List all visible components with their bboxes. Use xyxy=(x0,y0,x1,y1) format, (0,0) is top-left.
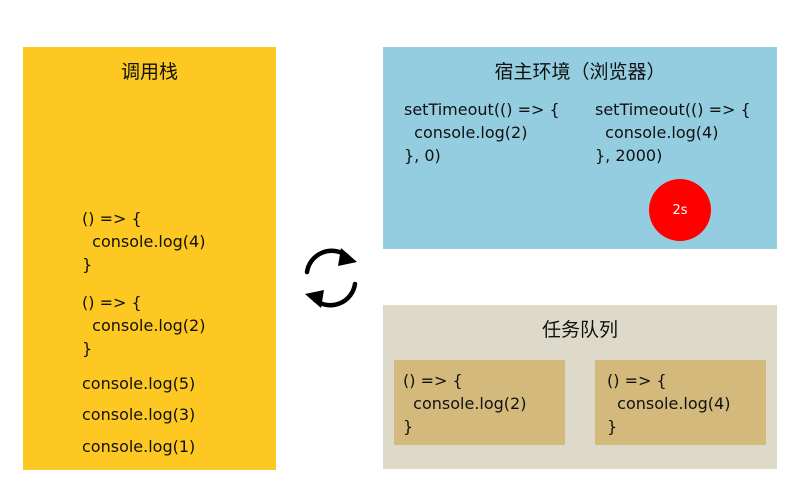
refresh-cycle-icon xyxy=(304,248,358,308)
task-card-callback-2: () => { console.log(2) } xyxy=(394,360,565,445)
call-stack-title: 调用栈 xyxy=(120,61,178,83)
task-queue-panel: 任务队列 () => { console.log(2) } () => { co… xyxy=(383,305,777,469)
loop-arrow-bottom-head xyxy=(305,290,324,308)
host-environment-title: 宿主环境（浏览器） xyxy=(494,61,666,83)
task-card-callback-4: () => { console.log(4) } xyxy=(595,360,766,445)
stack-entry-log-5: console.log(5) xyxy=(82,374,196,393)
stack-entry-log-3: console.log(3) xyxy=(82,405,196,424)
stack-entry-callback-2: () => { console.log(2) } xyxy=(82,293,206,358)
stack-entry-callback-4: () => { console.log(4) } xyxy=(82,209,206,274)
loop-arrow-top-head xyxy=(338,248,357,266)
task-queue-title: 任务队列 xyxy=(541,319,618,341)
timer-settimeout-2000: setTimeout(() => { console.log(4) }, 200… xyxy=(595,100,751,165)
host-environment-panel: 宿主环境（浏览器） setTimeout(() => { console.log… xyxy=(383,47,777,249)
stack-entry-log-1: console.log(1) xyxy=(82,437,196,456)
task-callback-2-code: () => { console.log(2) } xyxy=(403,371,527,436)
call-stack-panel: 调用栈 () => { console.log(4) } () => { con… xyxy=(23,47,276,470)
timer-countdown-badge: 2s xyxy=(649,179,711,241)
task-callback-4-code: () => { console.log(4) } xyxy=(607,371,731,436)
timer-settimeout-0: setTimeout(() => { console.log(2) }, 0) xyxy=(404,100,560,165)
